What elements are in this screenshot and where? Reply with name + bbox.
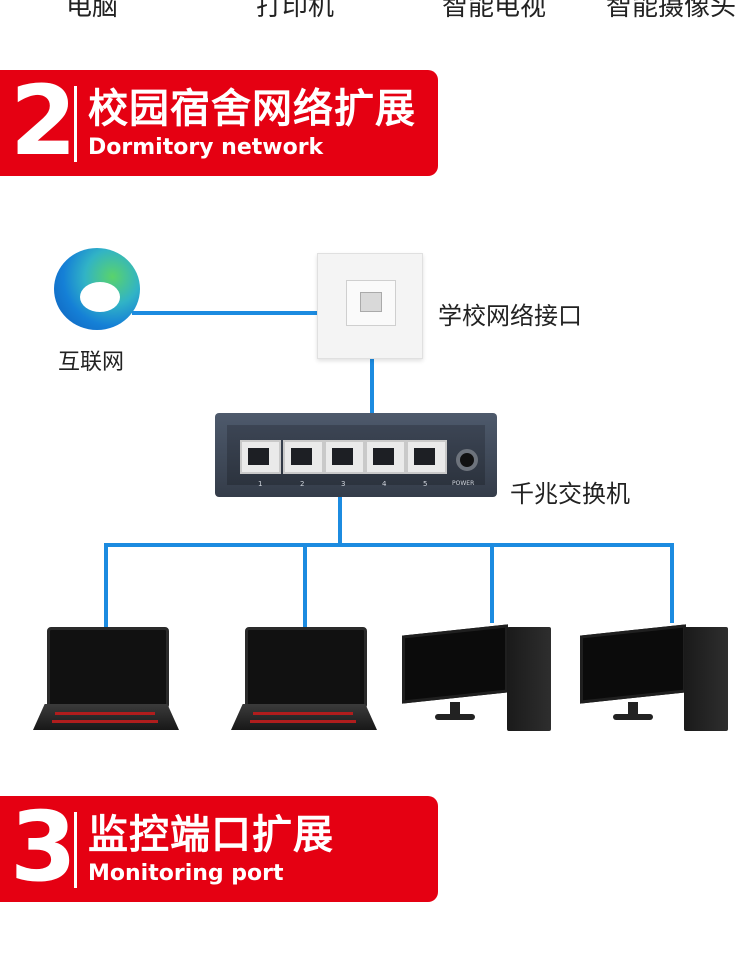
port-number-3: 3 <box>341 480 346 488</box>
section-number: 2 <box>10 65 77 177</box>
switch-port-3 <box>324 440 365 474</box>
top-label-printer: 打印机 <box>256 0 335 22</box>
wire-distribution-bus <box>104 543 674 547</box>
socket-label: 学校网络接口 <box>438 302 582 330</box>
edge-browser-icon-cutout <box>80 282 120 312</box>
section-title-cn: 校园宿舍网络扩展 <box>88 86 416 132</box>
port-number-2: 2 <box>300 480 305 488</box>
port-number-4: 4 <box>382 480 387 488</box>
switch-port-5 <box>406 440 447 474</box>
switch-label: 千兆交换机 <box>510 480 630 508</box>
desktop-tower <box>684 627 728 731</box>
switch-port-1 <box>240 440 281 474</box>
section-number: 3 <box>10 791 77 903</box>
top-label-computer: 电脑 <box>66 0 119 22</box>
laptop-icon <box>245 627 367 709</box>
switch-port-2 <box>283 440 324 474</box>
banner-divider <box>74 812 77 888</box>
port-number-1: 1 <box>258 480 263 488</box>
laptop-icon <box>47 627 169 709</box>
internet-label: 互联网 <box>58 350 125 375</box>
top-label-smart-tv: 智能电视 <box>442 0 547 22</box>
power-jack-icon <box>456 449 478 471</box>
laptop-keyboard <box>231 704 377 730</box>
section-title-en: Dormitory network <box>88 135 324 160</box>
wire-socket-switch <box>370 357 374 413</box>
wire-switch-trunk <box>338 497 342 545</box>
wall-socket-icon <box>317 253 423 359</box>
switch-port-4 <box>365 440 406 474</box>
laptop-keyboard <box>33 704 179 730</box>
power-label: POWER <box>452 480 475 487</box>
wire-internet-socket <box>132 311 318 315</box>
section-banner-monitoring: 3 监控端口扩展 Monitoring port <box>0 792 438 902</box>
port-number-5: 5 <box>423 480 428 488</box>
wire-laptop-1 <box>104 543 108 629</box>
section-banner-dormitory: 2 校园宿舍网络扩展 Dormitory network <box>0 66 438 176</box>
desktop-computer-icon <box>402 624 508 704</box>
desktop-tower <box>507 627 551 731</box>
top-label-smart-camera: 智能摄像头 <box>606 0 737 22</box>
section-title-cn: 监控端口扩展 <box>88 812 334 858</box>
section-title-en: Monitoring port <box>88 861 284 886</box>
wire-laptop-2 <box>303 543 307 629</box>
wire-desktop-2 <box>670 543 674 623</box>
desktop-computer-icon <box>580 624 686 704</box>
banner-divider <box>74 86 77 162</box>
wire-desktop-1 <box>490 543 494 623</box>
